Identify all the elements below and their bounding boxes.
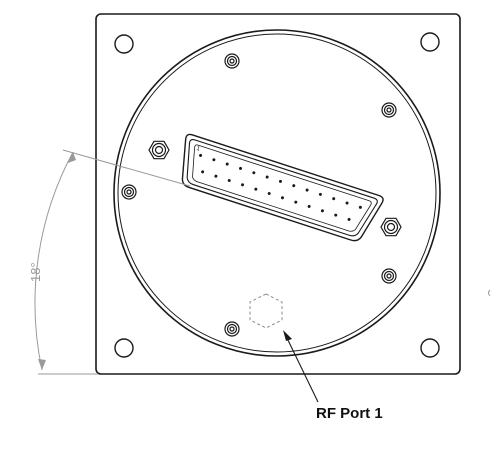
extension-line-rotated: [62, 149, 191, 187]
mounting-hole-top-left: [114, 34, 134, 54]
circular-body: [113, 29, 441, 357]
connector-pins: [199, 153, 362, 221]
rf-port-label: RF Port 1: [316, 405, 383, 422]
angle-label: 18°: [28, 262, 43, 282]
connector-shell-inner: [186, 139, 378, 237]
angle-dimension: [34, 149, 191, 375]
screw-bottom: [224, 321, 240, 337]
leader-line: [285, 335, 319, 403]
screw-lower-right: [381, 268, 397, 284]
jack-screw-left: [148, 140, 170, 160]
pin-row-1: [199, 153, 362, 209]
angle-arrow-bottom: [38, 359, 46, 370]
angle-arc: [34, 151, 74, 371]
pin-row-2: [201, 170, 351, 221]
angle-arrow-top: [68, 152, 76, 163]
connector-shell-outer: [181, 133, 384, 242]
rf-port-leader: [283, 330, 319, 403]
body-inner-circle: [117, 33, 437, 353]
rf-port-hidden-hex: [249, 293, 283, 329]
dsub-connector: 1: [181, 133, 384, 242]
body-outer-circle: [113, 29, 441, 357]
mounting-hole-top-right: [420, 32, 440, 52]
leader-arrowhead: [283, 330, 292, 341]
mounting-holes: [114, 32, 440, 358]
mounting-hole-bottom-left: [114, 338, 134, 358]
screw-upper-right: [381, 102, 397, 118]
connector-shell-innermost: [192, 144, 372, 232]
jack-screw-right: [380, 217, 402, 237]
pin-one-marker: 1: [195, 146, 201, 153]
mounting-hole-bottom-right: [420, 338, 440, 358]
mounting-flange: [95, 13, 461, 375]
screw-top: [224, 53, 240, 69]
screw-left: [121, 184, 137, 200]
edge-mark: [488, 289, 491, 297]
flange-screws: [121, 53, 397, 337]
